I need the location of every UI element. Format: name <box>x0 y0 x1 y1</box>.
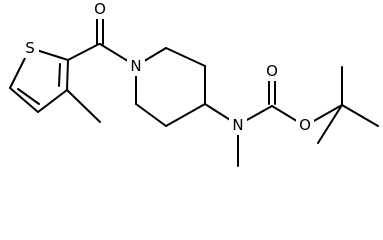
atom-s-label: S <box>25 39 35 57</box>
bond-c2p-c3p <box>165 47 206 67</box>
bonds <box>9 13 379 167</box>
atom-o-ester: O <box>296 116 314 135</box>
atom-n-piperidine: N <box>127 57 145 76</box>
atom-n-carbamate: N <box>229 116 247 135</box>
atom-o-carbonyl: O <box>263 62 281 81</box>
bond-c4-methyl <box>66 89 101 123</box>
bond-c3-c4 <box>37 89 68 113</box>
bond-c2-c3-inner <box>17 88 40 105</box>
atom-s: S <box>21 39 39 58</box>
atom-n-carbamate-label: N <box>232 116 243 134</box>
bond-tbu-methyl-right <box>341 104 379 127</box>
bond-c5-carbonyl <box>67 43 100 61</box>
bond-c4-c5-inner <box>58 63 61 87</box>
atom-o-ketone-label: O <box>94 0 106 18</box>
bond-c4-c5 <box>66 59 69 91</box>
chemical-structure-diagram: S O N O N O <box>9 0 379 167</box>
bond-tbu-methyl-down <box>317 104 343 144</box>
bond-c2-c3 <box>9 87 39 113</box>
atom-n-piperidine-label: N <box>130 57 141 75</box>
atom-o-ketone: O <box>91 0 109 19</box>
atom-o-carbonyl-label: O <box>266 62 278 80</box>
bond-c5p-c6p <box>135 103 167 127</box>
atom-o-ester-label: O <box>299 116 311 134</box>
bond-c4p-c5p <box>165 103 206 127</box>
atoms: S O N O N O <box>21 0 314 135</box>
